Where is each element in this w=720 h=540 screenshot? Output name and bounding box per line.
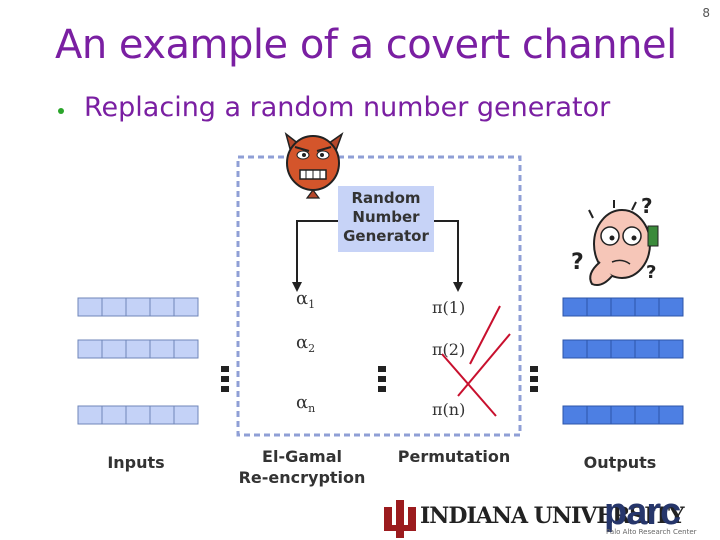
outputs-caption: Outputs <box>583 453 657 472</box>
mixnet-dashed-box <box>236 155 522 437</box>
elgamal-caption: El-Gamal Re-encryption <box>232 446 372 488</box>
pi-1-label: π(1) <box>432 298 466 317</box>
permutation-lines <box>441 305 511 417</box>
alpha-n-label: αn <box>296 392 316 415</box>
ellipsis-inputs <box>221 366 229 392</box>
parc-tagline: Palo Alto Research Center <box>606 528 697 536</box>
bullet-dot <box>58 108 64 114</box>
ellipsis-outputs <box>530 366 538 392</box>
output-row-n <box>562 405 684 425</box>
indiana-university-logo: INDIANA UNIVERSITY <box>420 503 685 529</box>
rng-label-line-2: Number <box>352 208 420 226</box>
rng-label-line-1: Random <box>351 189 421 207</box>
question-mark-left: ? <box>571 250 584 275</box>
slide-title: An example of a covert channel <box>55 22 677 68</box>
indiana-trident-icon <box>384 500 416 538</box>
rng-arrow-left <box>296 220 338 284</box>
question-mark-bottom: ? <box>646 262 657 283</box>
ellipsis-middle <box>378 366 386 392</box>
rng-arrow-left-head <box>292 282 302 292</box>
slide-number: 8 <box>702 6 710 20</box>
permutation-caption: Permutation <box>397 447 511 466</box>
puzzled-man-icon <box>588 200 659 286</box>
elgamal-caption-line-2: Re-encryption <box>238 468 366 487</box>
input-row-n <box>77 405 199 425</box>
inputs-caption: Inputs <box>107 453 165 472</box>
question-mark-top: ? <box>641 194 653 218</box>
input-row-2 <box>77 339 199 359</box>
rng-label-line-3: Generator <box>343 227 429 245</box>
devil-face-icon <box>284 132 344 199</box>
rng-arrow-right <box>434 220 459 284</box>
alpha-1-label: α1 <box>296 288 316 311</box>
elgamal-caption-line-1: El-Gamal <box>262 447 342 466</box>
pi-2-label: π(2) <box>432 340 466 359</box>
pi-n-label: π(n) <box>432 400 466 419</box>
rng-arrow-right-head <box>453 282 463 292</box>
random-number-generator-box: Random Number Generator <box>338 186 434 252</box>
alpha-2-label: α2 <box>296 332 316 355</box>
input-row-1 <box>77 297 199 317</box>
bullet-text: Replacing a random number generator <box>84 92 611 123</box>
output-row-1 <box>562 297 684 317</box>
output-row-2 <box>562 339 684 359</box>
parc-logo: parc <box>604 491 681 533</box>
